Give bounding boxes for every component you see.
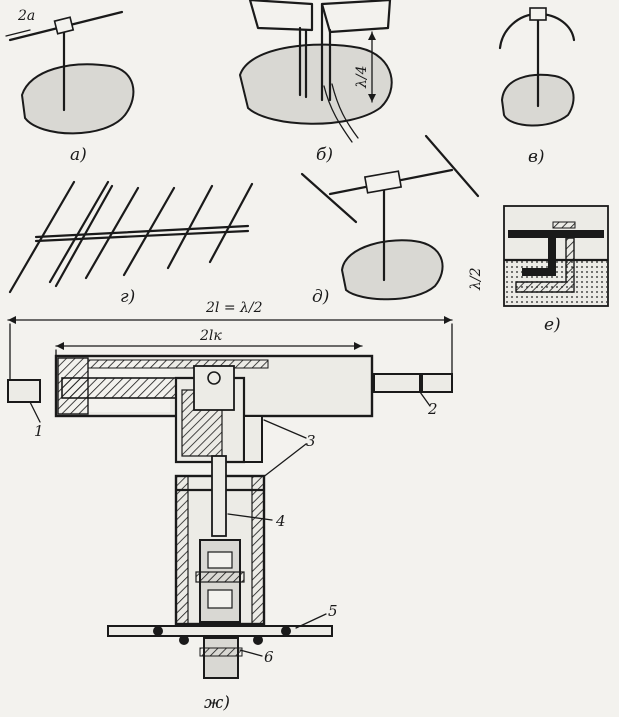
- base-bolt-3: [253, 635, 263, 645]
- base-bolt-1: [153, 626, 163, 636]
- panel-g-element-4: [122, 186, 176, 277]
- callout-6: 6: [264, 648, 274, 666]
- callout-2-line: [419, 391, 431, 407]
- panel-d-cross-dipole: д): [300, 134, 480, 307]
- panel-e-label: е): [544, 315, 561, 335]
- panel-a-dimension: 2a: [17, 8, 35, 24]
- panel-b-label: б): [316, 145, 333, 165]
- panel-g-boom: [34, 224, 250, 239]
- bottom-connector: [203, 637, 239, 679]
- dim-overall-text: 2l = λ/2: [205, 300, 263, 316]
- panel-d-right-cross: [424, 134, 480, 198]
- callout-1-line: [29, 401, 41, 423]
- panel-d-feed-block: [363, 170, 403, 194]
- panel-g-element-3: [84, 186, 140, 280]
- panel-v-label: в): [528, 147, 545, 167]
- callout-4: 4: [275, 512, 286, 530]
- callout-6-line: [239, 649, 263, 657]
- part-1-cap: [7, 379, 41, 403]
- callout-4-line: [227, 513, 273, 521]
- connector-window-top: [207, 551, 233, 569]
- bottom-connector-nut: [199, 647, 243, 657]
- tube-wall-left: [175, 475, 189, 625]
- panel-b-left-plate: [248, 0, 314, 32]
- callout-3-line-a: [263, 419, 307, 439]
- panel-d-ground: [340, 239, 444, 301]
- panel-a-ground: [20, 63, 135, 135]
- callout-3-line-b: [261, 443, 307, 479]
- centre-rod: [211, 455, 227, 537]
- panel-g-element-2b: [54, 184, 114, 288]
- panel-e-cap: [552, 221, 576, 229]
- panel-g-element-2: [48, 180, 110, 284]
- panel-g-label: г): [120, 287, 135, 307]
- connector-window-bottom: [207, 589, 233, 609]
- callout-2: 2: [427, 400, 438, 418]
- terminal-block: [193, 365, 235, 411]
- panel-g-element-5: [166, 184, 214, 270]
- panel-e-section: λ/2 е): [468, 205, 609, 335]
- panel-d-left-cross: [300, 172, 358, 224]
- panel-zh-label: ж): [204, 693, 230, 713]
- dim-inner-arrow-right: [354, 342, 362, 350]
- panel-e-top-bar: [508, 230, 604, 238]
- dim-overall-arrow-left: [8, 316, 16, 324]
- panel-b-right-plate: [320, 0, 392, 34]
- callout-5-line: [295, 613, 327, 629]
- housing-wall-top: [87, 359, 269, 369]
- panel-b-dim-arrow-top: [368, 32, 376, 40]
- dim-inner-arrow-left: [56, 342, 64, 350]
- callout-5: 5: [328, 602, 338, 620]
- part-2-rod: [373, 373, 421, 393]
- base-bolt-4: [281, 626, 291, 636]
- panel-b-dimension: λ/4: [354, 66, 370, 90]
- panel-d-label: д): [312, 287, 329, 307]
- panel-zh-assembly: 2l = λ/2 2lк 1 2 3: [7, 300, 453, 713]
- panel-b-cable-2: [331, 83, 359, 139]
- connector-band: [195, 571, 245, 583]
- dim-inner-text: 2lк: [199, 328, 222, 344]
- panel-a-label: а): [70, 145, 87, 165]
- terminal-screw: [207, 371, 221, 385]
- panel-g-boom-2: [34, 229, 250, 243]
- dim-overall-arrow-right: [444, 316, 452, 324]
- panel-e-feed-left: [522, 238, 556, 276]
- callout-1: 1: [34, 422, 44, 440]
- panel-v-bent-dipole: в): [498, 7, 576, 167]
- tube-wall-right: [251, 475, 265, 625]
- panel-a-feed-block: [53, 16, 75, 35]
- part-2-cap: [421, 373, 453, 393]
- panel-a-dim-line: [5, 29, 31, 37]
- panel-b-dim-arrow-bottom: [368, 94, 376, 102]
- callout-3: 3: [306, 432, 316, 450]
- panel-g-element-6: [208, 182, 254, 264]
- base-plate: [107, 625, 333, 637]
- panel-v-feed-block: [529, 7, 547, 21]
- branch-stub: [243, 415, 263, 463]
- panel-b-plates: λ/4 б): [238, 0, 393, 165]
- panel-b-cable: [323, 85, 353, 143]
- panel-e-dimension: λ/2: [468, 267, 484, 291]
- panel-g-yagi: г): [8, 180, 254, 307]
- panel-g-element-1: [8, 180, 76, 294]
- base-bolt-2: [179, 635, 189, 645]
- inner-conductor: [61, 377, 193, 399]
- panel-a-dipole: 2a а): [5, 8, 135, 165]
- panel-e-feed-right: [515, 237, 575, 293]
- panel-b-ground: [238, 43, 393, 125]
